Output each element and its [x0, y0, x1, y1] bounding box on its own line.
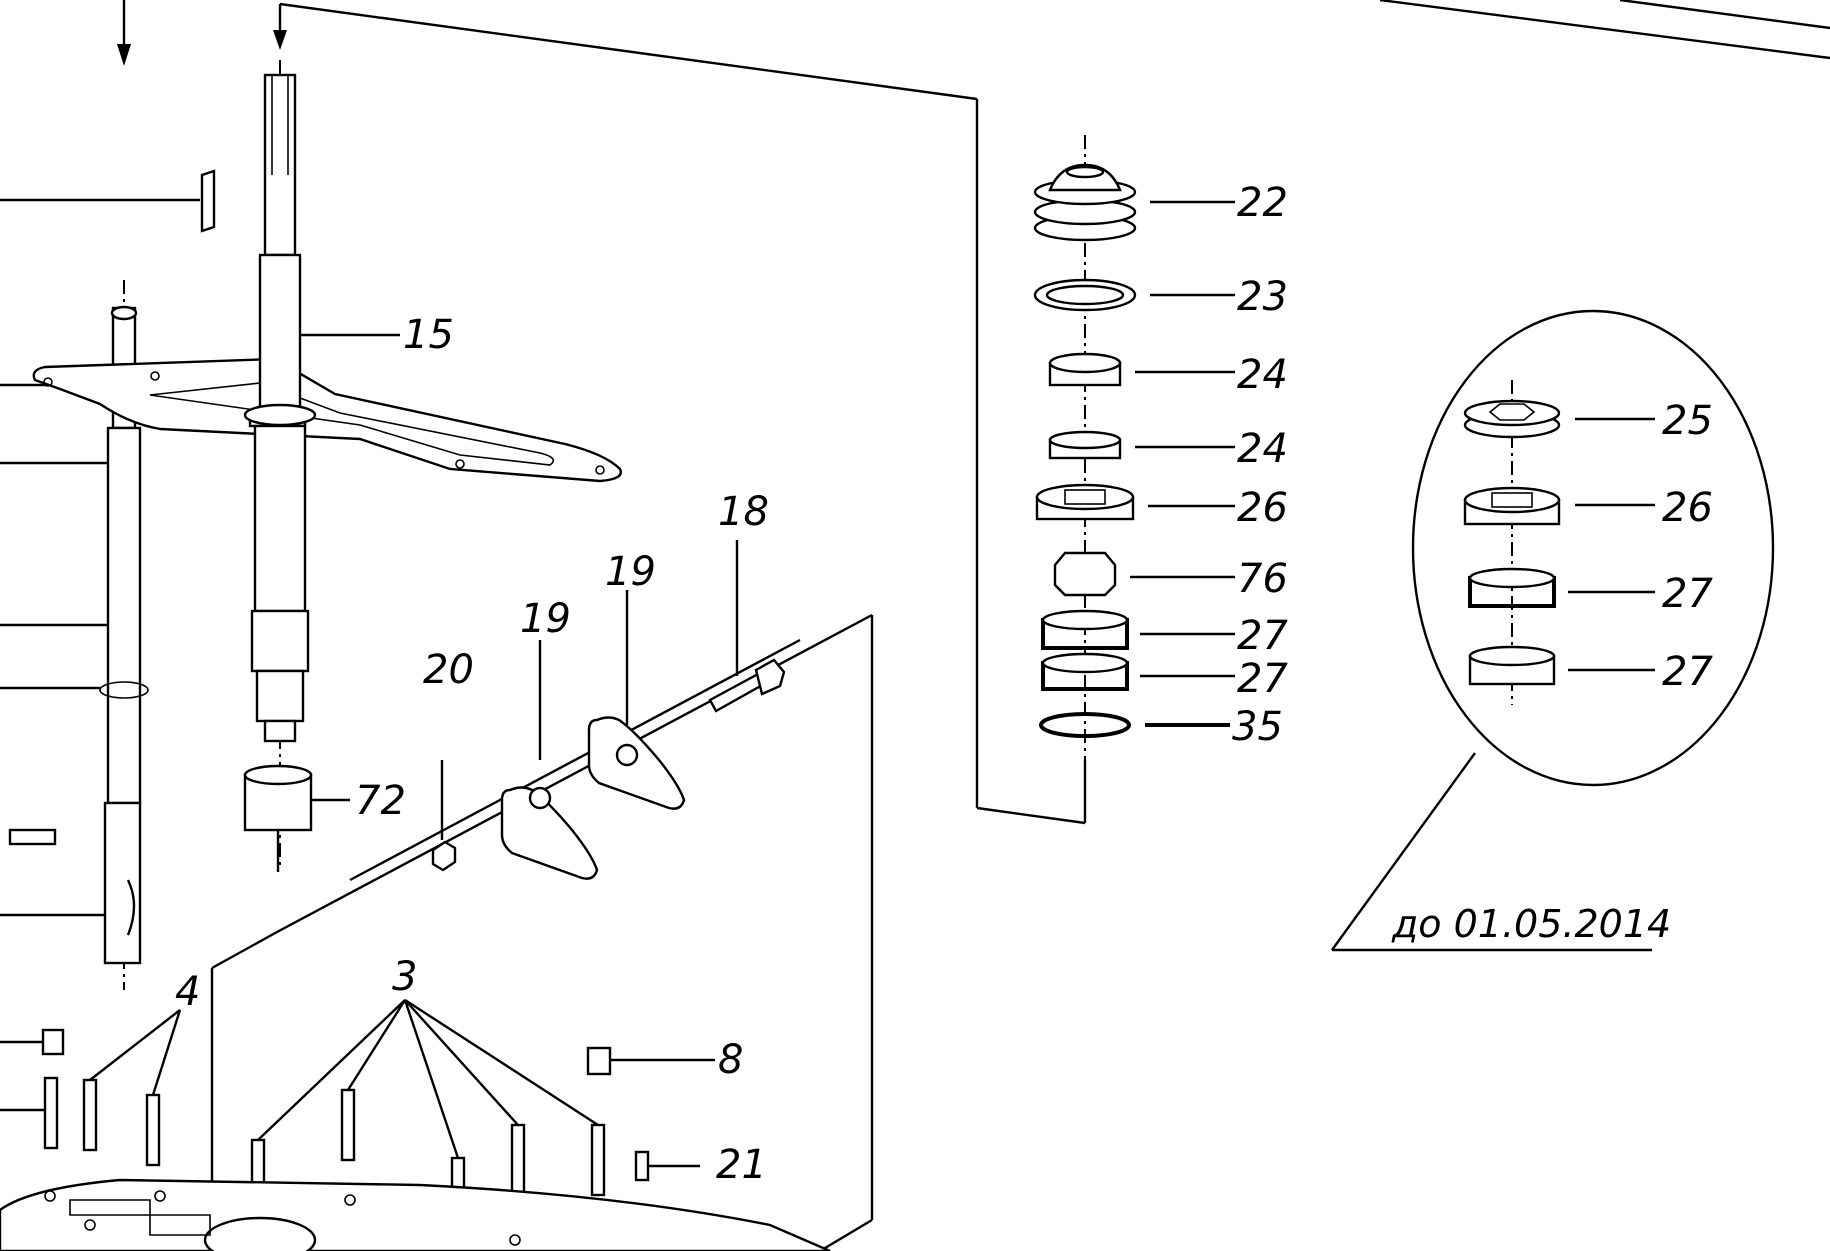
detail-callout-27-b: 27 — [1662, 649, 1713, 695]
callout-19-lower: 19 — [520, 596, 571, 642]
callout-15: 15 — [403, 312, 454, 358]
main-shaft — [243, 60, 400, 870]
callout-19-upper: 19 — [605, 549, 656, 595]
detail-date-note: до 01.05.2014 — [1391, 902, 1671, 946]
callout-8: 8 — [718, 1037, 743, 1083]
callout-3: 3 — [392, 954, 417, 1000]
callout-27-b: 27 — [1237, 656, 1288, 702]
callout-18: 18 — [718, 489, 769, 535]
plate-assembly — [349, 540, 801, 882]
bearing-stack — [1033, 135, 1235, 760]
detail-callout-27-a: 27 — [1662, 571, 1713, 617]
detail-callout-25: 25 — [1662, 398, 1713, 444]
callout-24-lower: 24 — [1237, 426, 1288, 472]
callout-22: 22 — [1237, 180, 1288, 226]
callout-72: 72 — [355, 778, 406, 824]
callout-23: 23 — [1237, 274, 1288, 320]
top-arrows — [117, 0, 287, 66]
base-housing — [0, 1178, 831, 1251]
studs — [0, 998, 715, 1230]
callout-21: 21 — [716, 1142, 767, 1188]
callout-76: 76 — [1237, 556, 1288, 602]
callout-26: 26 — [1237, 485, 1288, 531]
callout-labels: 15 72 18 19 19 20 3 4 8 21 22 23 24 24 2… — [175, 180, 1713, 1188]
detail-view — [1331, 309, 1775, 952]
callout-27-a: 27 — [1237, 613, 1288, 659]
left-shaft — [0, 169, 216, 990]
assembly-frame-lines — [210, 0, 1830, 1251]
gasket-plate — [32, 357, 622, 483]
callout-4: 4 — [175, 969, 200, 1015]
callout-35: 35 — [1232, 704, 1283, 750]
bushing-72 — [243, 764, 350, 872]
detail-callout-26: 26 — [1662, 485, 1713, 531]
callout-24-upper: 24 — [1237, 352, 1288, 398]
callout-20: 20 — [423, 647, 474, 693]
